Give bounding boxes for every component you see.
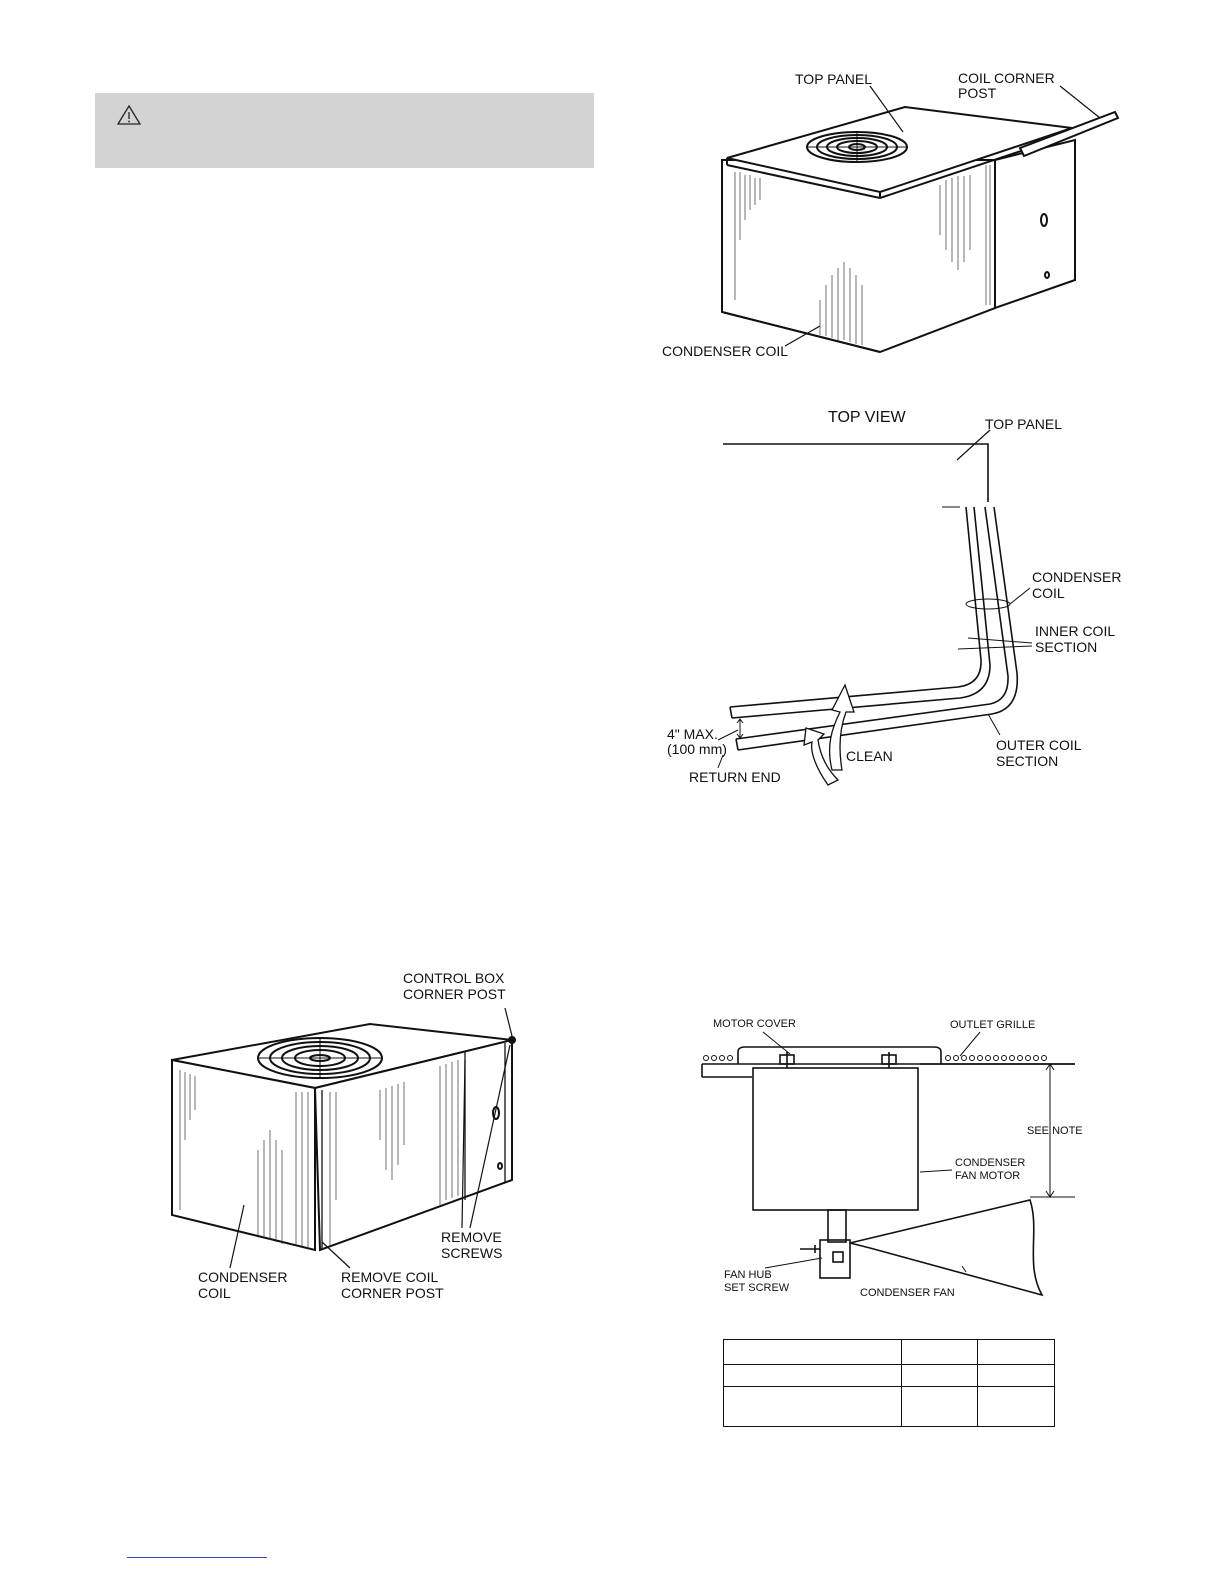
table-cell: [900, 1386, 979, 1427]
label-top-panel-2: TOP PANEL: [985, 416, 1063, 432]
label-max-2: (100 mm): [667, 741, 727, 757]
label-remove-coil-1: REMOVE COIL: [341, 1269, 439, 1285]
warning-triangle-icon: [116, 104, 142, 125]
table-cell: [900, 1364, 979, 1387]
label-condenser-fan: CONDENSER FAN: [860, 1287, 955, 1299]
label-condenser-coil-4: COIL: [198, 1285, 231, 1301]
label-motor-cover: MOTOR COVER: [713, 1018, 796, 1030]
table-row: [723, 1386, 1055, 1427]
table-cell: [900, 1339, 979, 1365]
label-outer-coil-1: OUTER COIL: [996, 737, 1082, 753]
label-fan-motor-2: FAN MOTOR: [955, 1170, 1021, 1182]
label-condenser-coil-2: COIL: [1032, 585, 1065, 601]
label-clean: CLEAN: [846, 748, 893, 764]
title-top-view: TOP VIEW: [828, 409, 906, 426]
label-outlet-grille: OUTLET GRILLE: [950, 1019, 1036, 1031]
table-cell: [977, 1364, 1055, 1387]
label-fan-motor-1: CONDENSER: [955, 1157, 1026, 1169]
label-condenser-coil: CONDENSER COIL: [662, 343, 789, 359]
table-cell: [977, 1386, 1055, 1427]
label-fan-hub-2: SET SCREW: [724, 1282, 790, 1294]
label-top-panel: TOP PANEL: [795, 71, 873, 87]
label-remove-coil-2: CORNER POST: [341, 1285, 444, 1301]
label-control-box-2: CORNER POST: [403, 986, 506, 1002]
label-condenser-coil-1: CONDENSER: [1032, 569, 1122, 585]
label-coil-corner-post-1: COIL CORNER: [958, 70, 1055, 86]
label-remove-screws-1: REMOVE: [441, 1229, 502, 1245]
label-condenser-coil-3: CONDENSER: [198, 1269, 288, 1285]
table-cell: [723, 1364, 902, 1387]
label-max-1: 4" MAX.: [667, 726, 718, 742]
label-inner-coil-2: SECTION: [1035, 639, 1098, 655]
label-return-end: RETURN END: [689, 769, 781, 785]
table-cell: [977, 1339, 1055, 1365]
label-remove-screws-2: SCREWS: [441, 1245, 503, 1261]
table-row: [723, 1364, 1055, 1387]
table-cell: [723, 1386, 902, 1427]
label-fan-hub-1: FAN HUB: [724, 1269, 772, 1281]
label-see-note: SEE NOTE: [1027, 1125, 1083, 1137]
table-cell: [723, 1339, 902, 1365]
table-row: [723, 1339, 1055, 1365]
label-coil-corner-post-2: POST: [958, 85, 997, 101]
warning-box: [95, 93, 594, 168]
label-inner-coil-1: INNER COIL: [1035, 623, 1116, 639]
spec-table: [723, 1339, 1055, 1427]
label-outer-coil-2: SECTION: [996, 753, 1059, 769]
label-control-box-1: CONTROL BOX: [403, 970, 505, 986]
footer-link-underline[interactable]: [127, 1557, 267, 1558]
